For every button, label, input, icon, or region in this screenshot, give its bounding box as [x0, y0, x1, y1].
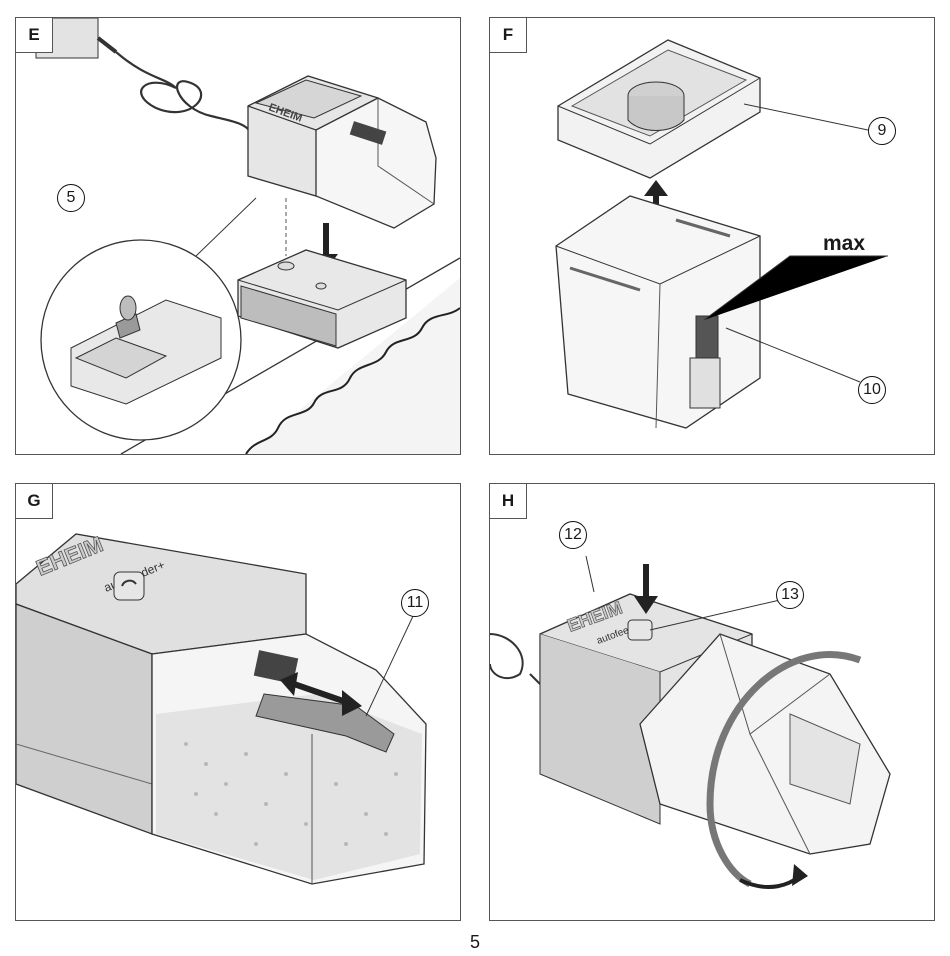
callout-9: 9 — [868, 117, 896, 145]
panel-f-illustration — [555, 39, 888, 429]
panel-g-illustration: EHEIM autofeeder+ — [16, 531, 427, 885]
callout-13: 13 — [776, 581, 804, 609]
panel-h-label: H — [490, 484, 527, 519]
panel-g-label: G — [16, 484, 53, 519]
panel-f-label: F — [490, 18, 527, 53]
callout-11: 11 — [401, 589, 429, 617]
panel-e-label: E — [16, 18, 53, 53]
page-number: 5 — [469, 932, 480, 952]
max-label: max — [823, 232, 866, 255]
callout-12: 12 — [559, 521, 587, 549]
panel-g: G EHEIM autofeeder+ 11 — [15, 483, 461, 921]
panel-e: E EHEIM — [15, 17, 461, 455]
callout-10: 10 — [858, 376, 886, 404]
panel-e-illustration: EHEIM — [35, 18, 460, 454]
callout-5: 5 — [57, 184, 85, 212]
panel-h: H EHEIM autofeeder+ 12 13 — [489, 483, 935, 921]
panel-f: F 9 max 10 — [489, 17, 935, 455]
panel-h-illustration: EHEIM autofeeder+ — [490, 555, 891, 889]
